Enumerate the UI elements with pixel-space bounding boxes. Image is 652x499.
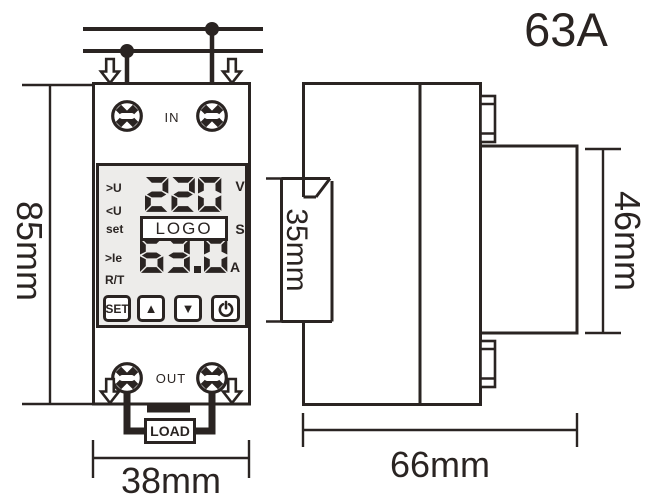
current-readout [140,238,228,273]
label-over-voltage: >U [106,181,122,195]
power-icon [218,300,233,317]
dimension-35mm-label: 35mm [280,208,313,292]
down-button[interactable]: ▼ [174,295,202,322]
junction-dot-right [205,22,219,36]
load-wire-left [123,388,146,435]
dimension-66mm-lines [301,413,579,447]
bottom-clip-tab [147,403,190,413]
dimension-38mm-label: 38mm [120,460,222,499]
rating-label: 63A [524,3,608,56]
up-arrow-icon: ▲ [144,301,158,316]
in-terminal-left [111,100,143,132]
dimension-38mm-lines [91,440,251,478]
label-under-voltage: <U [106,204,122,218]
load-box: LOAD [144,418,196,444]
label-rt: R/T [105,273,125,287]
voltage-unit: V [235,178,245,194]
in-label: IN [164,110,180,125]
label-over-current: >Ie [105,251,123,265]
rear-section-outline [479,144,579,335]
front-protrusion-outline [280,177,334,323]
din-clip-top [479,94,497,144]
junction-dot-left [120,44,134,58]
in-terminal-right [196,100,228,132]
up-button[interactable]: ▲ [137,295,165,322]
dimension-85mm-lines [22,83,100,406]
down-arrow-icon-in-left [98,57,122,86]
seconds-unit: S [235,221,245,237]
dimension-46mm-lines [585,147,621,335]
down-arrow-icon-in-right [220,57,244,86]
label-set: set [106,222,124,236]
current-unit: A [229,259,241,275]
set-button[interactable]: SET [103,295,131,322]
logo-text: LOGO [155,218,213,238]
set-button-label: SET [105,301,129,316]
voltage-readout [145,177,222,212]
load-wire-right [194,388,216,435]
out-label: OUT [155,371,187,386]
dimension-35mm-lines [266,177,291,323]
load-label: LOAD [150,423,190,439]
out-terminal-left [111,362,143,394]
dimension-46mm-label: 46mm [607,190,648,292]
down-arrow-icon: ▼ [181,301,195,316]
dimension-66mm-label: 66mm [389,444,491,485]
power-button[interactable] [211,295,240,322]
logo-box: LOGO [140,216,228,241]
dimension-85mm-label: 85mm [9,200,50,302]
down-arrow-icon-out-right [220,377,244,406]
down-arrow-icon-out-left [98,377,122,406]
din-clip-bottom [479,339,497,389]
out-terminal-right [196,362,228,394]
